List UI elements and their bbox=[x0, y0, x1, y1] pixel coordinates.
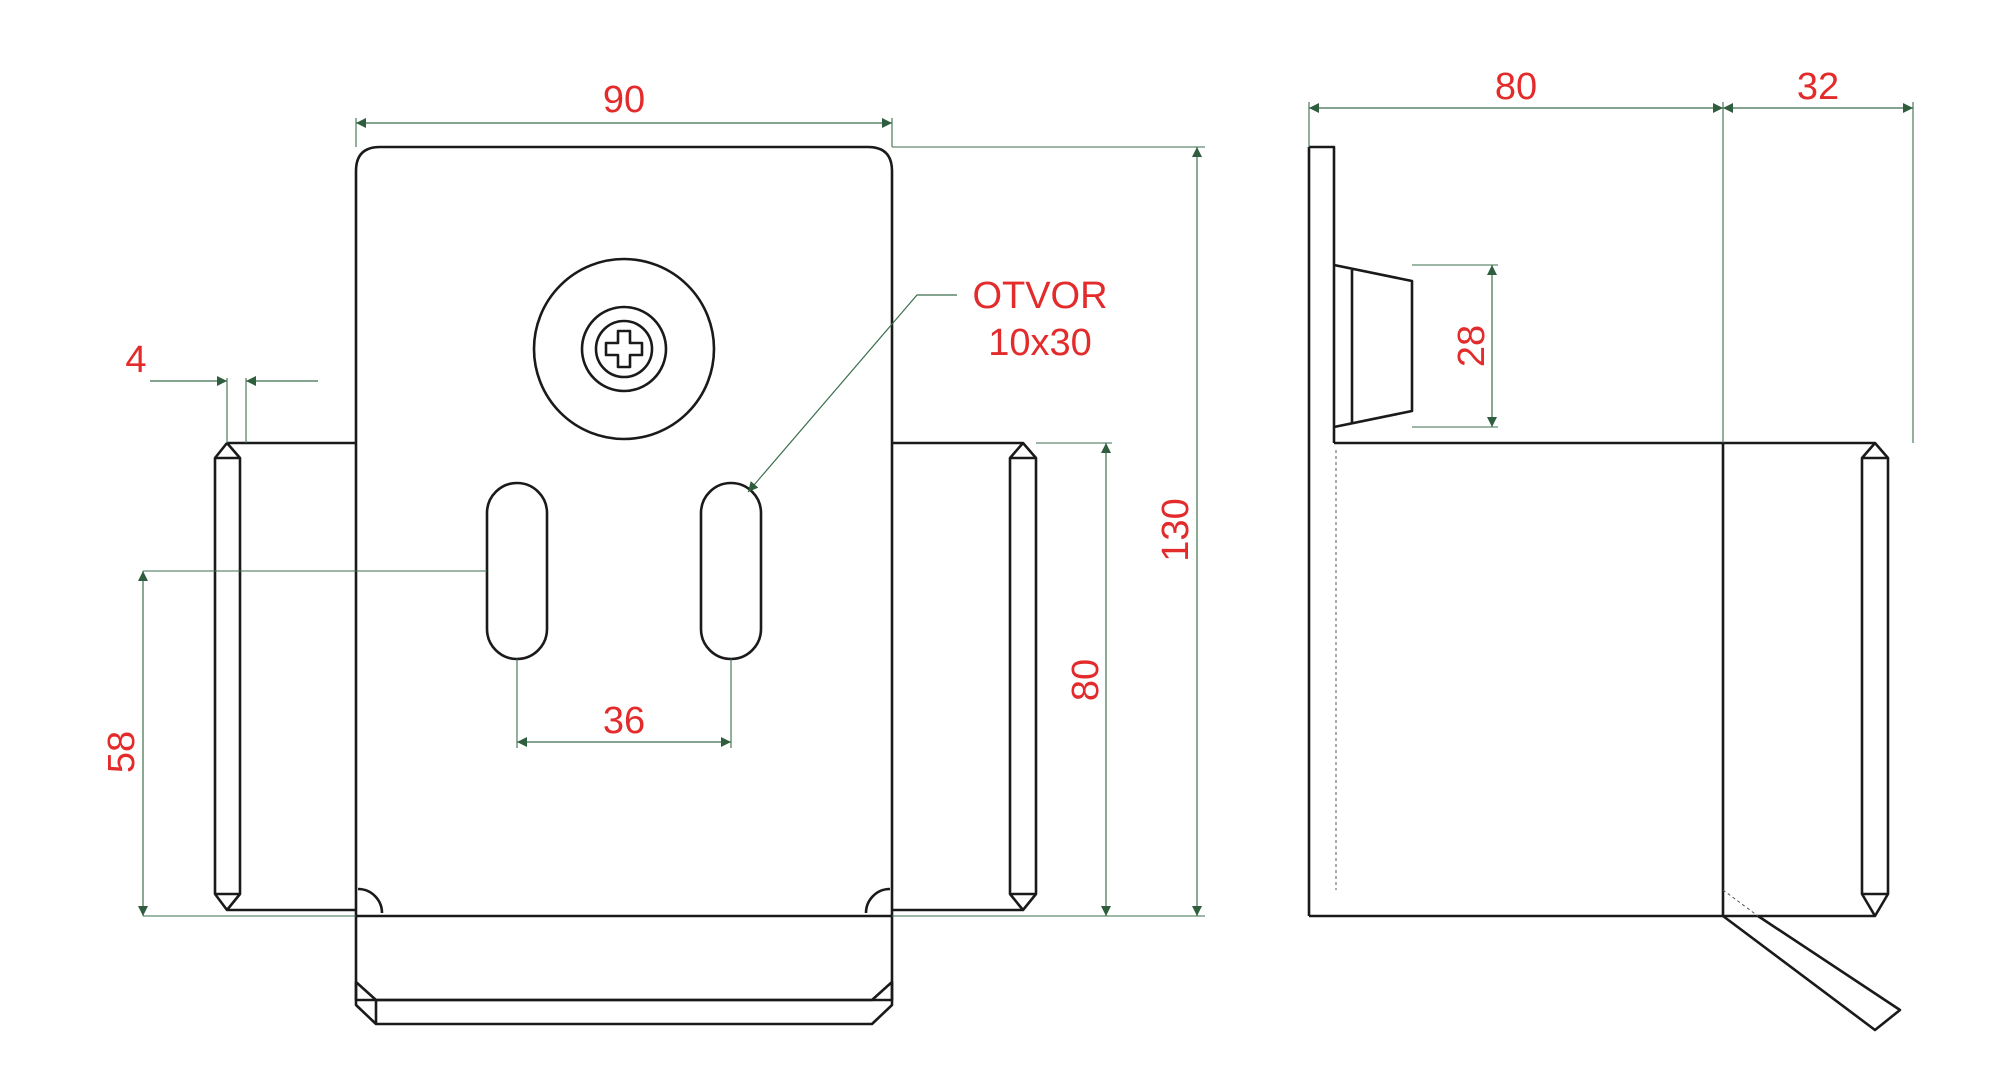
phillips-cross-icon bbox=[604, 329, 644, 369]
side-flange-hidden bbox=[1722, 889, 1759, 917]
screw-recess bbox=[594, 319, 654, 379]
callout-size: 10x30 bbox=[988, 322, 1092, 364]
screw-head bbox=[580, 305, 668, 393]
side-body bbox=[1309, 441, 1890, 918]
right-lug-flange bbox=[1008, 442, 1036, 911]
dim-lug-height: 80 bbox=[1065, 659, 1107, 701]
side-dimensions: 80 32 28 bbox=[1308, 66, 1914, 443]
side-back-plate bbox=[1309, 145, 1336, 443]
dim-boss-height: 28 bbox=[1451, 325, 1493, 367]
left-lug-flange bbox=[215, 442, 242, 911]
side-bottom-flange bbox=[1722, 914, 1902, 1032]
side-view bbox=[1307, 145, 1902, 1032]
dim-height-total: 130 bbox=[1155, 498, 1197, 561]
side-boss bbox=[1333, 263, 1414, 429]
front-dimensions: 90 130 80 4 58 36 OTVOR 10x30 bbox=[101, 79, 1205, 917]
corner-relief-left bbox=[357, 887, 384, 914]
main-plate bbox=[354, 145, 894, 1002]
dim-slot-spacing: 36 bbox=[603, 700, 645, 742]
dim-side-depth: 32 bbox=[1797, 66, 1839, 108]
right-lug bbox=[893, 441, 1038, 912]
dim-side-width: 80 bbox=[1495, 66, 1537, 108]
washer bbox=[532, 257, 716, 441]
front-view bbox=[213, 145, 1038, 1026]
corner-relief-right bbox=[864, 887, 891, 914]
bottom-flange bbox=[354, 980, 894, 1026]
callout-otvor: OTVOR bbox=[972, 275, 1107, 317]
dim-edge-offset: 4 bbox=[125, 339, 146, 381]
left-lug bbox=[213, 441, 356, 912]
dim-slot-from-bottom: 58 bbox=[101, 731, 143, 773]
dim-width-front: 90 bbox=[603, 79, 645, 121]
side-right-flange bbox=[1860, 442, 1888, 917]
